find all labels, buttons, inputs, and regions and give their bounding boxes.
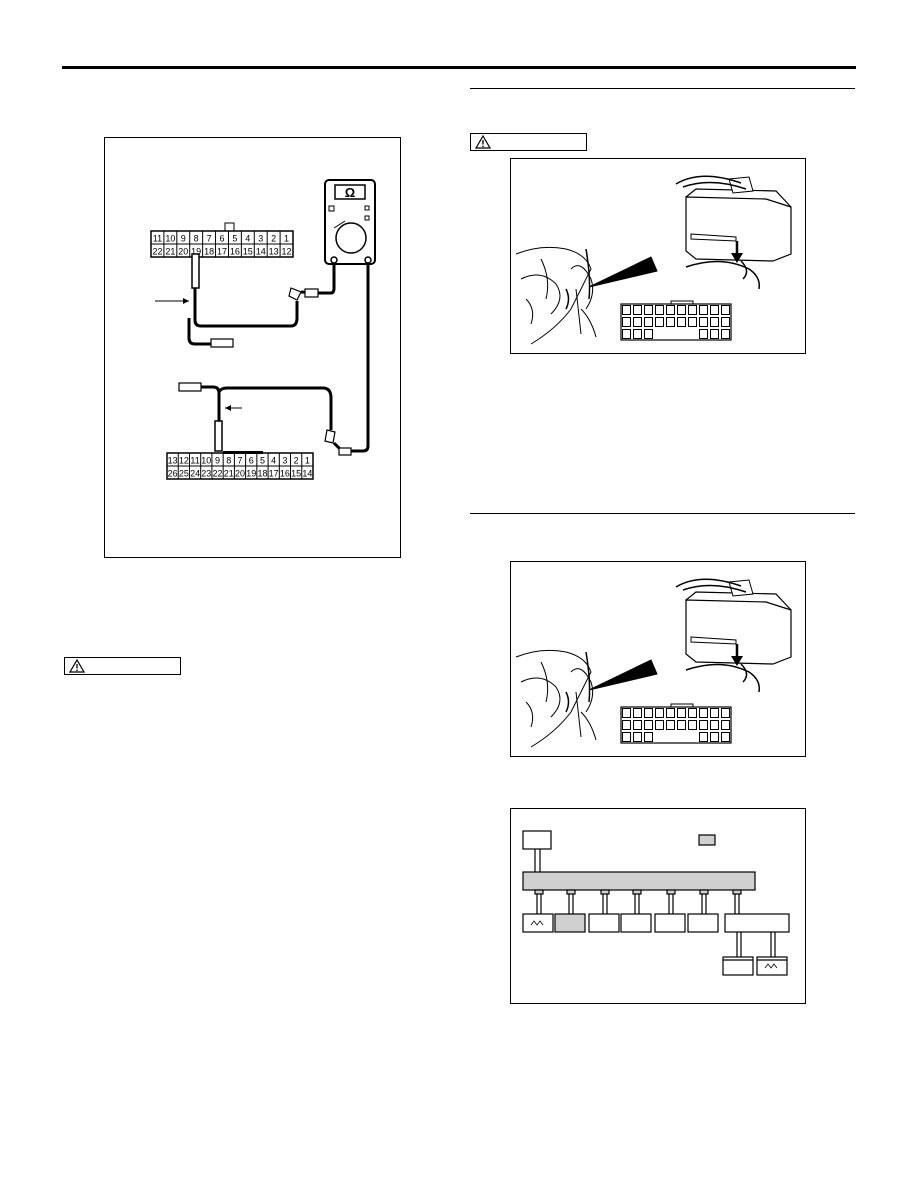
pin-number-label: 8: [226, 456, 231, 466]
ecu-node-box: [554, 913, 586, 933]
pin-number-label: 10: [165, 234, 175, 244]
pin-number-label: 6: [249, 456, 254, 466]
warning-triangle-icon: [69, 659, 85, 673]
pin-number-label: 7: [237, 456, 242, 466]
connector-location-figure-1: [510, 158, 806, 354]
connector-location-figure-2: [510, 561, 806, 757]
pin-number-label: 26: [168, 469, 178, 479]
bus-bar: [522, 871, 756, 891]
pin-number-label: 10: [201, 456, 211, 466]
resistor-icon: [764, 963, 778, 969]
arrow-down-icon: [731, 656, 743, 666]
pin-number-label: 1: [284, 234, 289, 244]
pin-number-label: 23: [201, 469, 211, 479]
warning-triangle-icon: [475, 135, 491, 149]
pin-number-label: 13: [168, 456, 178, 466]
ohm-symbol: Ω: [345, 185, 355, 200]
connector-location-illustration-2: [515, 578, 792, 748]
probe-lead-b: [178, 263, 370, 456]
pin-number-label: 17: [217, 247, 227, 257]
pin-number-label: 9: [215, 456, 220, 466]
pin-number-label: 4: [271, 456, 276, 466]
ecu-node-box: [522, 913, 554, 933]
pin-number-label: 8: [194, 234, 199, 244]
pin-number-label: 17: [269, 469, 279, 479]
gateway-box: [724, 913, 790, 933]
pin-number-label: 3: [282, 456, 287, 466]
dashboard-outline: [515, 649, 592, 748]
pin-number-label: 20: [235, 469, 245, 479]
pin-number-label: 7: [207, 234, 212, 244]
source-unit-box: [522, 830, 552, 850]
header-rule: [62, 66, 856, 69]
ecu-node-box: [588, 913, 620, 933]
pin-number-label: 22: [152, 247, 162, 257]
pin-number-label: 24: [190, 469, 200, 479]
ecu-node-box: [620, 913, 652, 933]
block-diagram: [522, 830, 790, 976]
pin-number-label: 18: [257, 469, 267, 479]
section-rule-1: [470, 88, 855, 89]
pin-number-label: 14: [256, 247, 266, 257]
arrow-down-icon: [731, 253, 743, 263]
pin-number-label: 9: [181, 234, 186, 244]
pin-number-label: 11: [153, 234, 162, 244]
caution-label-left: [64, 657, 181, 675]
pin-number-label: 16: [230, 247, 240, 257]
pin-number-label: 6: [219, 234, 224, 244]
pin-number-label: 3: [258, 234, 263, 244]
pin-number-label: 18: [204, 247, 214, 257]
connector-location-illustration-1: [515, 175, 792, 345]
probe-lead-a: [155, 253, 336, 348]
pin-number-label: 20: [178, 247, 188, 257]
pin-number-label: 14: [302, 469, 312, 479]
pin-number-label: 25: [179, 469, 189, 479]
section-rule-2: [470, 513, 855, 514]
sub-node-box: [722, 956, 754, 976]
pin-number-label: 13: [269, 247, 279, 257]
pin-number-label: 19: [191, 247, 201, 257]
pin-number-label: 11: [190, 456, 199, 466]
module-box: [685, 599, 792, 665]
system-block-diagram: [510, 808, 806, 1004]
pin-number-label: 2: [271, 234, 276, 244]
pin-number-label: 16: [280, 469, 290, 479]
pin-number-label: 21: [165, 247, 175, 257]
pin-number-label: 2: [294, 456, 299, 466]
pin-number-label: 21: [224, 469, 234, 479]
caution-label-right: [470, 133, 587, 151]
pin-number-label: 4: [245, 234, 250, 244]
legend-swatch: [698, 834, 716, 846]
ohmmeter: Ω: [324, 179, 376, 265]
pin-number-label: 1: [305, 456, 310, 466]
location-pointer: [588, 659, 658, 691]
pin-number-label: 5: [232, 234, 237, 244]
pin-number-label: 12: [179, 456, 189, 466]
connector-b: 1326122511241023922821720619518417316215…: [166, 451, 314, 480]
ecu-node-box: [687, 913, 719, 933]
pin-number-label: 15: [291, 469, 301, 479]
pin-number-label: 22: [213, 469, 223, 479]
pin-number-label: 5: [260, 456, 265, 466]
pin-number-label: 15: [243, 247, 253, 257]
ecu-node-box: [654, 913, 686, 933]
pin-number-label: 19: [246, 469, 256, 479]
location-pointer: [588, 256, 658, 288]
module-box: [685, 196, 792, 262]
pin-number-label: 12: [282, 247, 292, 257]
dashboard-outline: [515, 246, 592, 345]
resistor-icon: [530, 920, 544, 926]
